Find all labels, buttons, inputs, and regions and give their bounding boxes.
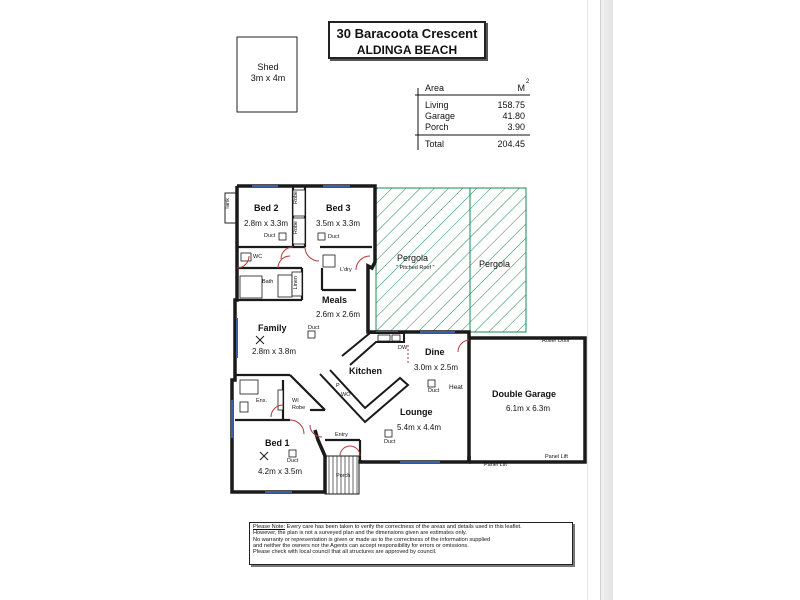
room-garage-name: Double Garage — [492, 389, 557, 399]
room-meals-name: Meals — [322, 295, 348, 305]
wo-label: WO — [341, 392, 351, 398]
entry-label: Entry — [335, 432, 348, 438]
room-lounge-name: Lounge — [400, 407, 433, 417]
duct-label-bed3: Duct — [328, 234, 340, 240]
bath-tub — [239, 275, 263, 299]
duct-label-dine: Duct — [428, 388, 440, 394]
shed-size: 3m x 4m — [250, 73, 286, 83]
area-living-value: 158.75 — [497, 100, 525, 110]
room-bed3-name: Bed 3 — [326, 203, 351, 213]
room-garage-size: 6.1m x 6.3m — [506, 404, 551, 413]
address-street: 30 Baracoota Crescent — [336, 26, 478, 41]
area-porch-label: Porch — [425, 122, 449, 132]
shed-outline — [236, 36, 298, 113]
duct-label-family: Duct — [308, 325, 320, 331]
note-line-5: Please check with local council that all… — [253, 549, 437, 556]
laundry-tub — [322, 254, 336, 268]
duct-label-bed1: Duct — [287, 458, 299, 464]
wi-robe-label-2: Robe — [292, 405, 306, 411]
linen-label: Linen — [293, 276, 299, 290]
sheet-fold-line — [587, 0, 588, 600]
wc-label: WC — [253, 254, 263, 260]
area-garage-label: Garage — [425, 111, 456, 121]
linen-cupboard — [291, 271, 303, 297]
room-dine-name: Dine — [425, 347, 445, 357]
area-porch-value: 3.90 — [507, 122, 525, 132]
note-line-3: No warranty or representation is given o… — [253, 536, 491, 543]
area-header: Area — [425, 83, 445, 93]
room-bed2-size: 2.8m x 3.3m — [244, 219, 289, 228]
room-meals-size: 2.6m x 2.6m — [316, 310, 361, 319]
door-swings — [236, 246, 470, 457]
wc-pan — [240, 252, 252, 262]
area-garage-value: 41.80 — [502, 111, 525, 121]
room-kitchen-name: Kitchen — [349, 366, 383, 376]
panel-lift-label-2: Panel Lift — [545, 454, 568, 460]
note-line-2: However, the plan is not a surveyed plan… — [253, 530, 467, 537]
tank-label: Tank — [225, 198, 231, 210]
dishwasher-label: DW — [398, 345, 408, 351]
pergola-2-name: Pergola — [479, 259, 511, 269]
shed-label: Shed — [257, 62, 279, 72]
disclaimer-note: Please Note: Every care has been taken t… — [249, 522, 573, 565]
bath-label: Bath — [262, 279, 274, 285]
roller-door-label: Roller Door — [542, 338, 570, 344]
page-edge-shadow — [600, 0, 613, 600]
house-outer-wall-left — [230, 186, 327, 494]
room-dine-size: 3.0m x 2.5m — [414, 363, 459, 372]
robe-bed3 — [292, 217, 306, 245]
wi-robe-label-1: WI — [292, 398, 299, 404]
address-suburb: ALDINGA BEACH — [356, 43, 458, 57]
robe-bed2 — [292, 189, 306, 217]
area-total-value: 204.45 — [497, 139, 525, 149]
robe-label-1: Robe — [293, 191, 299, 205]
kitchen-sink — [377, 334, 391, 342]
room-bed3-size: 3.5m x 3.3m — [316, 219, 361, 228]
pergola-1-name: Pergola — [397, 253, 429, 263]
area-unit-superscript: 2 — [526, 79, 530, 85]
pergola-hatch — [469, 187, 527, 333]
area-total-label: Total — [425, 139, 445, 149]
ensuite-vanity — [277, 389, 284, 411]
title-box: 30 Baracoota Crescent ALDINGA BEACH — [328, 21, 486, 59]
ceiling-fans — [255, 335, 269, 461]
room-lounge-size: 5.4m x 4.4m — [397, 423, 442, 432]
porch-label: Porch — [336, 473, 351, 479]
laundry-label: L'dry — [340, 267, 352, 273]
room-bed1-size: 4.2m x 3.5m — [258, 467, 303, 476]
panel-lift-label-1: Panel Lift — [484, 462, 507, 468]
kitchen-bench — [341, 332, 405, 366]
ensuite-shower — [239, 379, 259, 395]
room-family-size: 2.8m x 3.8m — [252, 347, 297, 356]
kitchen-island — [319, 369, 410, 424]
duct-label-bed2: Duct — [264, 233, 276, 239]
note-line-1: Every care has been taken to verify the … — [286, 524, 522, 530]
pantry-label: P — [336, 383, 340, 389]
ensuite-label: Ens. — [256, 398, 268, 404]
pergola-1-note: " Pitched Roof " — [396, 265, 435, 271]
area-living-label: Living — [425, 100, 449, 110]
bed1-outer-wall — [313, 429, 327, 457]
kitchen-cooktop — [391, 334, 401, 342]
room-family-name: Family — [258, 323, 287, 333]
ensuite-wc — [239, 401, 249, 413]
note-heading: Please Note: — [253, 524, 286, 530]
duct-markers — [278, 232, 436, 458]
note-line-4: and neither the owners nor the Agents ca… — [253, 542, 469, 549]
heater-label: Heat — [449, 384, 463, 391]
duct-label-lounge: Duct — [384, 439, 396, 445]
room-bed2-name: Bed 2 — [254, 203, 279, 213]
porch-steps — [324, 455, 360, 495]
room-bed1-name: Bed 1 — [265, 438, 290, 448]
area-unit: M — [517, 83, 526, 93]
robe-label-2: Robe — [293, 221, 299, 235]
